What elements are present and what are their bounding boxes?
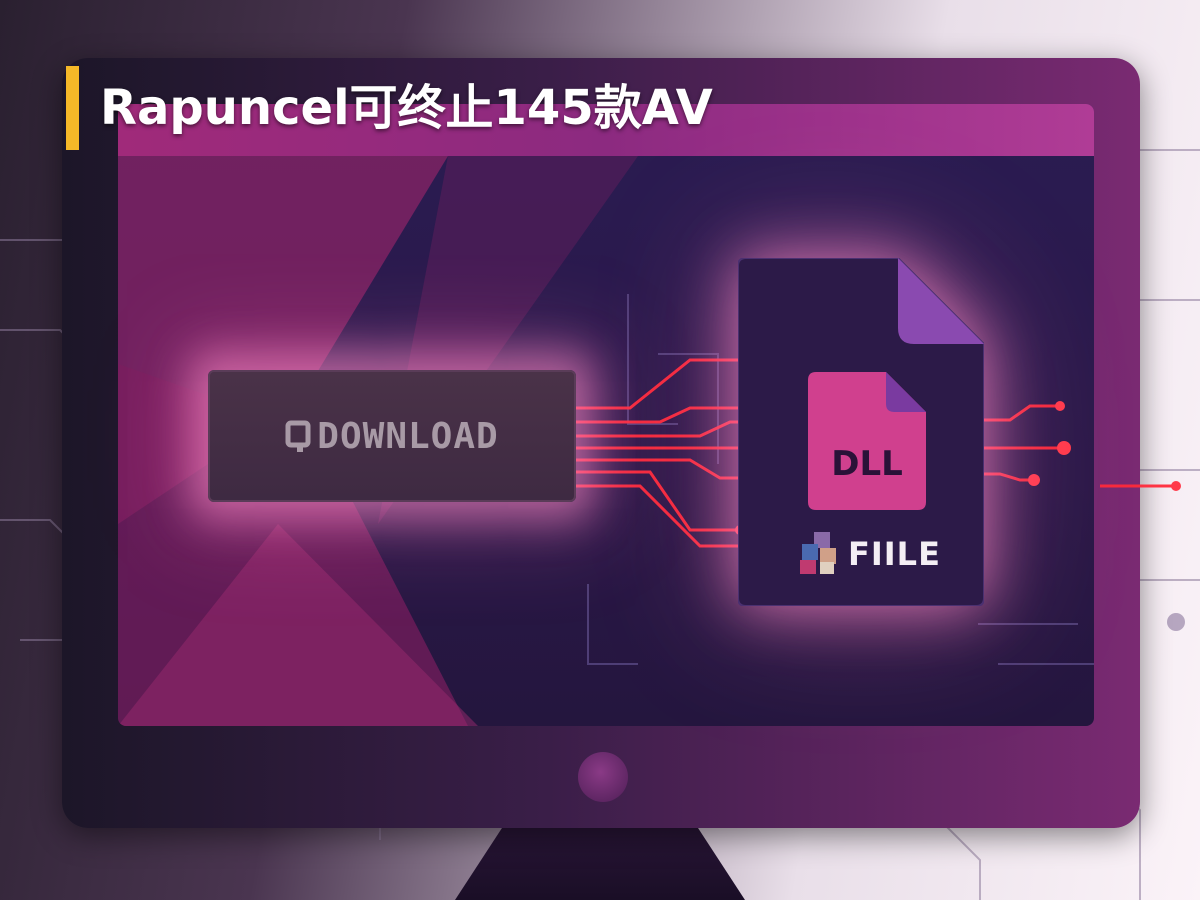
screen-title-bar — [118, 104, 1094, 156]
download-card: DOWNLOAD — [208, 370, 576, 502]
monitor-stand — [455, 820, 745, 900]
monitor-power-button — [578, 752, 628, 802]
dll-label: DLL — [831, 444, 903, 484]
headline-accent-bar — [66, 66, 79, 150]
download-q-icon — [285, 420, 311, 452]
file-row: FIILE — [798, 530, 941, 578]
download-label: DOWNLOAD — [317, 415, 499, 457]
dll-file-icon — [808, 372, 926, 510]
cubes-icon — [800, 532, 836, 574]
file-label: FIILE — [848, 535, 941, 573]
headline-title: Rapuncel可终止145款AV — [100, 80, 713, 136]
screen-background-shapes — [118, 156, 1094, 726]
